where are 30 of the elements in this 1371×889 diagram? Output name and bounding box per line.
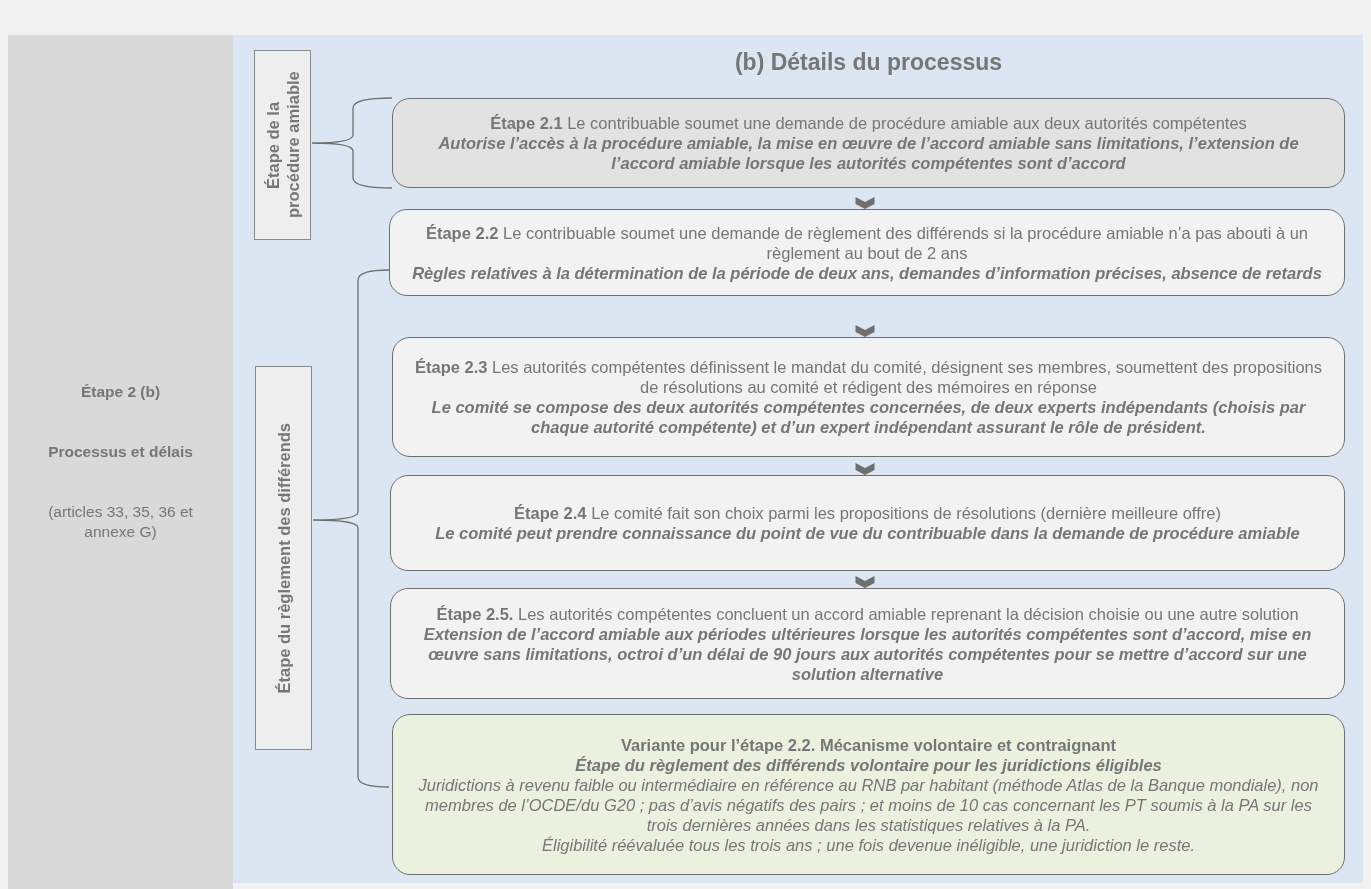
step-box: [392, 98, 1345, 188]
step-box: [389, 209, 1345, 296]
step-heading: Étape 2.3 Les autorités compétentes définissent le mandat du comité, désignent ses membres, soumettent des propositions de résolutions au comité et rédigent des mémoires en réponse: [413, 357, 1324, 397]
step-heading: Étape 2.1 Le contribuable soumet une demande de procédure amiable aux deux autorités compétentes: [490, 113, 1247, 133]
step-box: [392, 337, 1345, 457]
step-note: Règles relatives à la détermination de la période de deux ans, demandes d’information précises, absence de retards: [412, 262, 1322, 283]
step-note: Le comité se compose des deux autorités compétentes concernées, de deux experts indépendants (choisis par chaque autorité compétente) et d’un expert indépendant assurant le rôle de président.: [430, 397, 1307, 437]
step-heading: Étape 2.5. Les autorités compétentes concluent un accord amiable reprenant la décision choisie ou une autre solution: [436, 603, 1299, 624]
step-detail: Éligibilité réévaluée tous les trois ans ; une fois devenue inéligible, une juridiction le reste.: [541, 834, 1196, 855]
stage-label: Étape du règlement des différends: [273, 422, 294, 694]
step-note: Autorise l’accès à la procédure amiable, la mise en œuvre de l’accord amiable sans limitations, l’extension de l’accord amiable lorsque les autorités compétentes sont d’accord: [437, 133, 1300, 173]
step-note: Le comité peut prendre connaissance du point de vue du contribuable dans la demande de procédure amiable: [435, 523, 1300, 543]
side-panel: [8, 35, 233, 889]
step-detail: Juridictions à revenu faible ou intermédiaire en référence au RNB par habitant (méthode Atlas de la Banque mondiale), non membres de l’OCDE/du G20 ; pas d’avis négatifs des pairs ; et moins de 10 cas concernant les PT soumis à la PA sur les trois dernières années dans les statistiques relatives à la PA.: [417, 774, 1320, 835]
stage-label: Étape de la procédure amiable: [262, 70, 303, 221]
side-text: Étape 2 (b): [80, 382, 161, 402]
step-note: Extension de l’accord amiable aux périodes ultérieures lorsque les autorités compétentes sont d’accord, mise en œuvre sans limitations, octroi d’un délai de 90 jours aux autorités compétentes pour se mettre d’accord sur une solution alternative: [422, 623, 1313, 684]
side-text: Processus et délais: [48, 442, 193, 462]
stage-label-box: [255, 366, 312, 750]
stage-label-box: [254, 50, 311, 240]
step-box: [390, 475, 1345, 571]
panel-title: (b) Détails du processus: [733, 49, 1004, 76]
step-box: [390, 588, 1345, 699]
step-box: [392, 714, 1345, 875]
panel-background: [233, 35, 1363, 883]
step-heading: Variante pour l’étape 2.2. Mécanisme volontaire et contraignant: [620, 734, 1117, 755]
step-note: Étape du règlement des différends volontaire pour les juridictions éligibles: [575, 754, 1162, 775]
step-heading: Étape 2.2 Le contribuable soumet une demande de règlement des différends si la procédure amiable n’a pas abouti à un règlement au bout de 2 ans: [424, 222, 1310, 263]
step-heading: Étape 2.4 Le comité fait son choix parmi les propositions de résolutions (dernière meilleure offre): [514, 503, 1221, 523]
side-text: (articles 33, 35, 36 et annexe G): [47, 502, 194, 542]
